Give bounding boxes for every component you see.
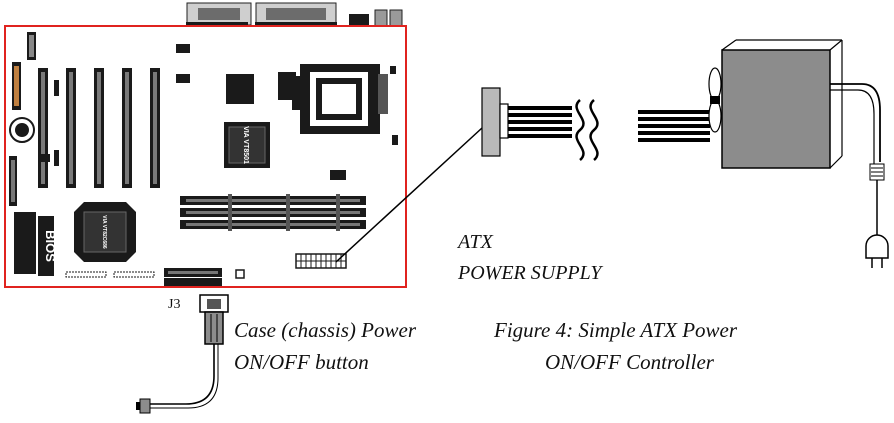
dimm-slots (180, 194, 366, 231)
cable-break-icon (575, 99, 599, 161)
switch-plug (136, 398, 151, 414)
cable-wires-left (508, 106, 572, 138)
north-bridge-label: VIA VT8501 (242, 126, 249, 164)
case-button-label-line2: ON/OFF button (234, 350, 369, 374)
expansion-slots (38, 68, 160, 188)
figure-caption-line1: Figure 4: Simple ATX Power (494, 318, 738, 342)
cmos-battery (9, 117, 35, 143)
figure-caption-line2: ON/OFF Controller (545, 350, 714, 374)
power-supply-unit (708, 39, 843, 169)
south-bridge-label: VIA VT82C686 (101, 215, 107, 249)
south-bridge-chip: VIA VT82C686 (74, 202, 136, 262)
fan-icon (708, 67, 722, 133)
atx-label-line2: POWER SUPPLY (458, 262, 602, 284)
atx-connector (481, 87, 509, 157)
ac-plug-icon (865, 234, 889, 268)
cable-wires-right (638, 110, 710, 142)
atx-label-line1: ATX (458, 231, 493, 253)
power-switch-icon (199, 294, 229, 345)
cpu-socket (292, 64, 388, 134)
motherboard: VIA VT8501 VIA VT82C686 BIOS (4, 2, 407, 288)
board-atx-connector (295, 253, 347, 269)
north-bridge-chip: VIA VT8501 (224, 122, 270, 168)
connection-line (335, 127, 483, 263)
ac-power-cord (830, 83, 885, 236)
bios-chip: BIOS (14, 212, 58, 276)
bios-label: BIOS (43, 230, 58, 262)
jumper-label: J3 (168, 297, 181, 312)
case-button-label-line1: Case (chassis) Power (234, 318, 416, 342)
switch-cable (148, 344, 215, 405)
